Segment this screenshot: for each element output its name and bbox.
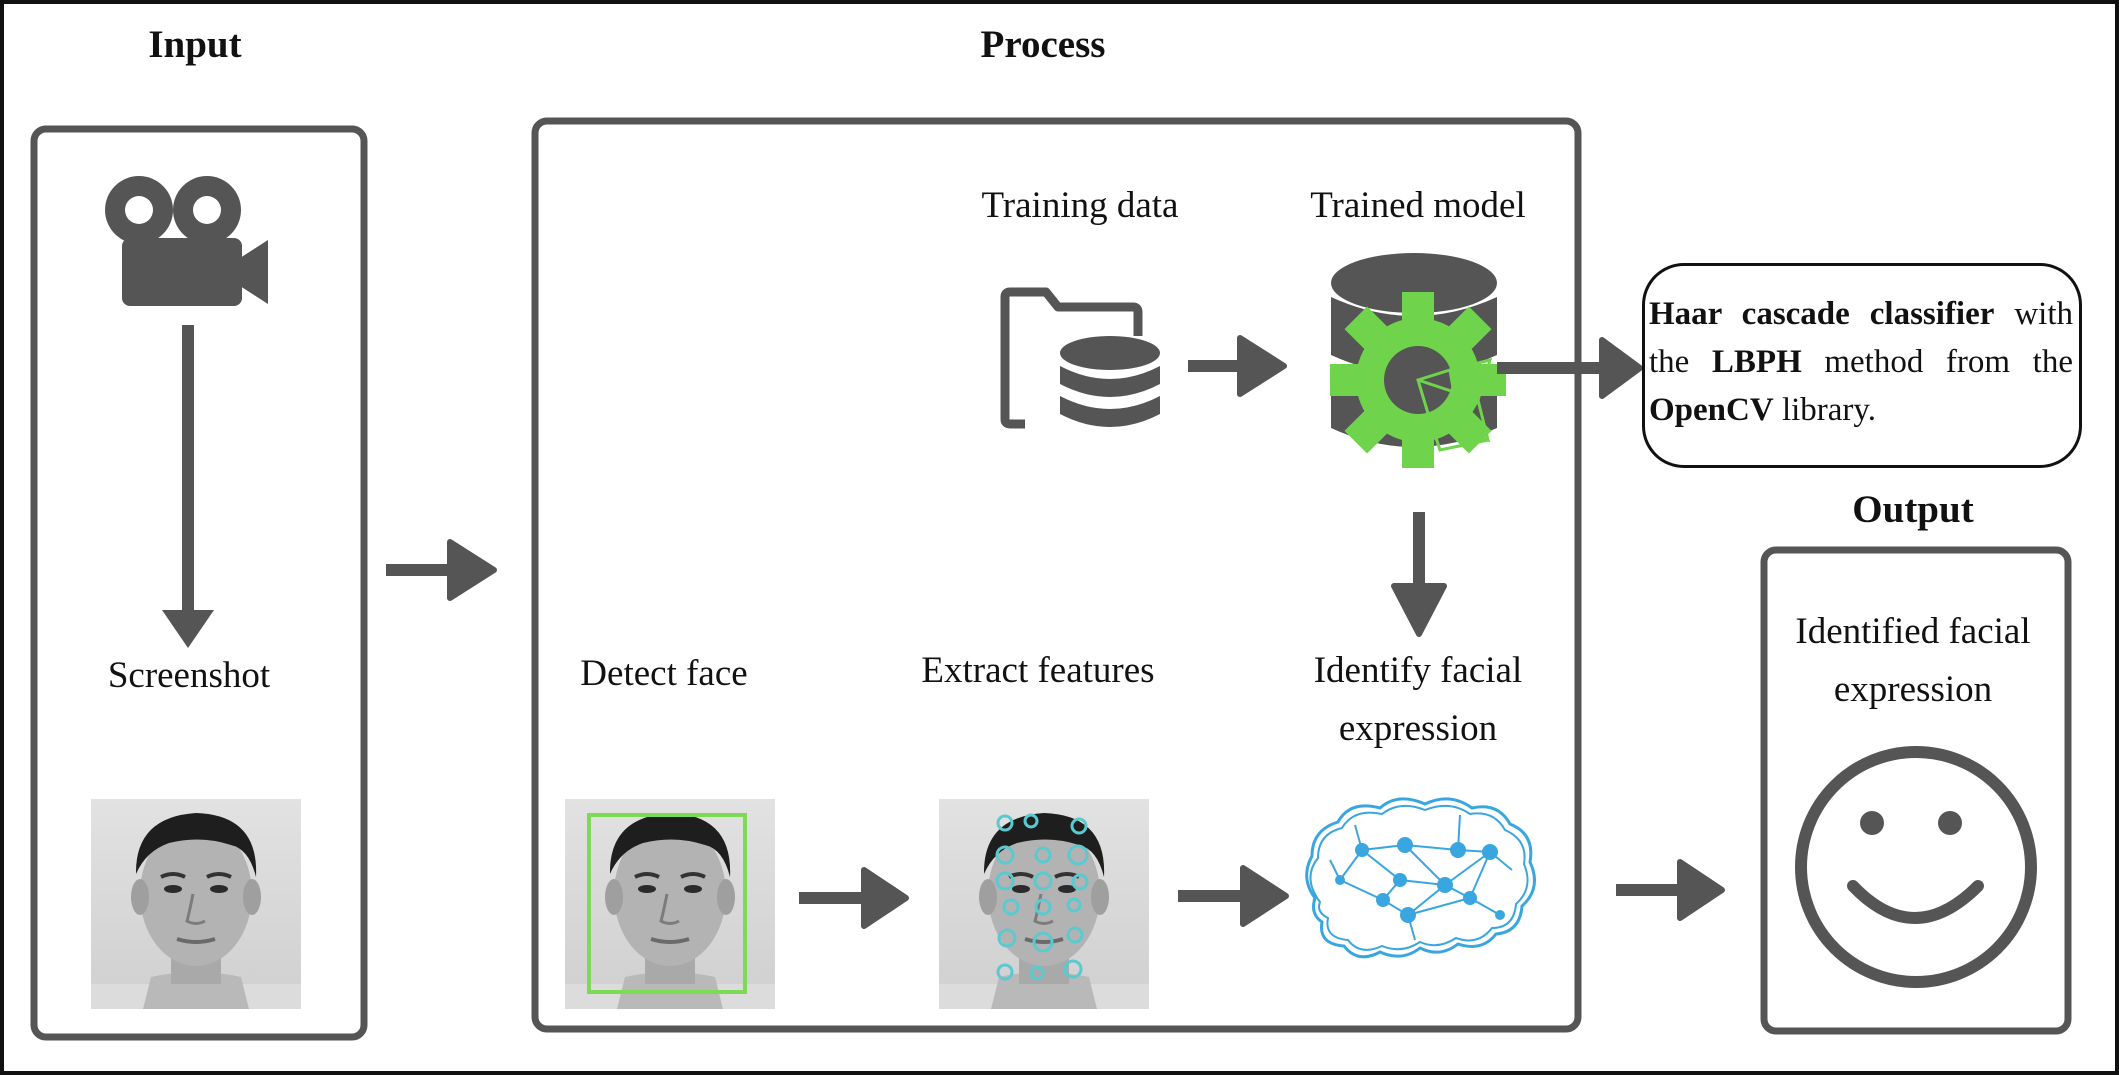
smiley-face-icon [1795, 746, 2037, 988]
note-lbph-bold: LBPH [1711, 344, 1802, 380]
note-line-3: OpenCV library. [1649, 386, 2073, 434]
identify-label-line2: expression [1339, 708, 1497, 749]
identify-label-line1: Identify facial [1314, 650, 1523, 691]
folder-database-icon [1000, 287, 1160, 429]
process-panel [531, 117, 1582, 1033]
face-detect-photo [563, 797, 777, 1011]
input-down-arrow [162, 325, 214, 648]
arrow-model-down [1391, 512, 1447, 637]
note-line2-rest: method from the [1801, 344, 2073, 380]
database-gear-icon [1330, 253, 1506, 468]
feature-markers [995, 813, 1089, 981]
identified-label-line1: Identified facial [1795, 611, 2030, 652]
face-features-photo [937, 797, 1151, 1011]
identified-label-line2: expression [1834, 669, 1992, 710]
arrow-extract-to-identify [1178, 865, 1289, 927]
face-photo [89, 797, 303, 1011]
extract-features-label: Extract features [921, 650, 1154, 691]
detect-face-label: Detect face [580, 653, 747, 694]
arrow-detect-to-extract [799, 867, 909, 929]
network-mesh [1416, 357, 1493, 452]
note-line-2: the LBPH method from the [1649, 338, 2073, 386]
gear-icon [1330, 292, 1506, 468]
arrow-process-to-output [1616, 859, 1725, 921]
input-header: Input [148, 23, 241, 66]
neural-brain-icon [1305, 797, 1536, 959]
note-line-1: Haar cascade classifier with [1649, 290, 2073, 338]
screenshot-label: Screenshot [108, 655, 271, 696]
note-haar-bold: Haar cascade classifier [1649, 296, 1995, 332]
note-opencv-bold: OpenCV [1649, 392, 1774, 428]
output-header: Output [1852, 488, 1973, 531]
note-line2-pre: the [1649, 344, 1712, 380]
input-panel [30, 125, 368, 1041]
arrow-data-to-model [1188, 335, 1287, 397]
method-note-box: Haar cascade classifier with the LBPH me… [1642, 263, 2082, 468]
trained-model-label: Trained model [1310, 185, 1525, 226]
detect-box [587, 813, 747, 994]
process-header: Process [981, 23, 1106, 66]
arrow-model-to-note [1497, 337, 1643, 399]
arrow-input-to-process [386, 539, 497, 601]
output-panel [1760, 546, 2072, 1035]
training-data-label: Training data [982, 185, 1179, 226]
note-line1-rest: with [1994, 296, 2073, 332]
note-line3-rest: library. [1773, 392, 1877, 428]
video-camera-icon [105, 176, 268, 306]
